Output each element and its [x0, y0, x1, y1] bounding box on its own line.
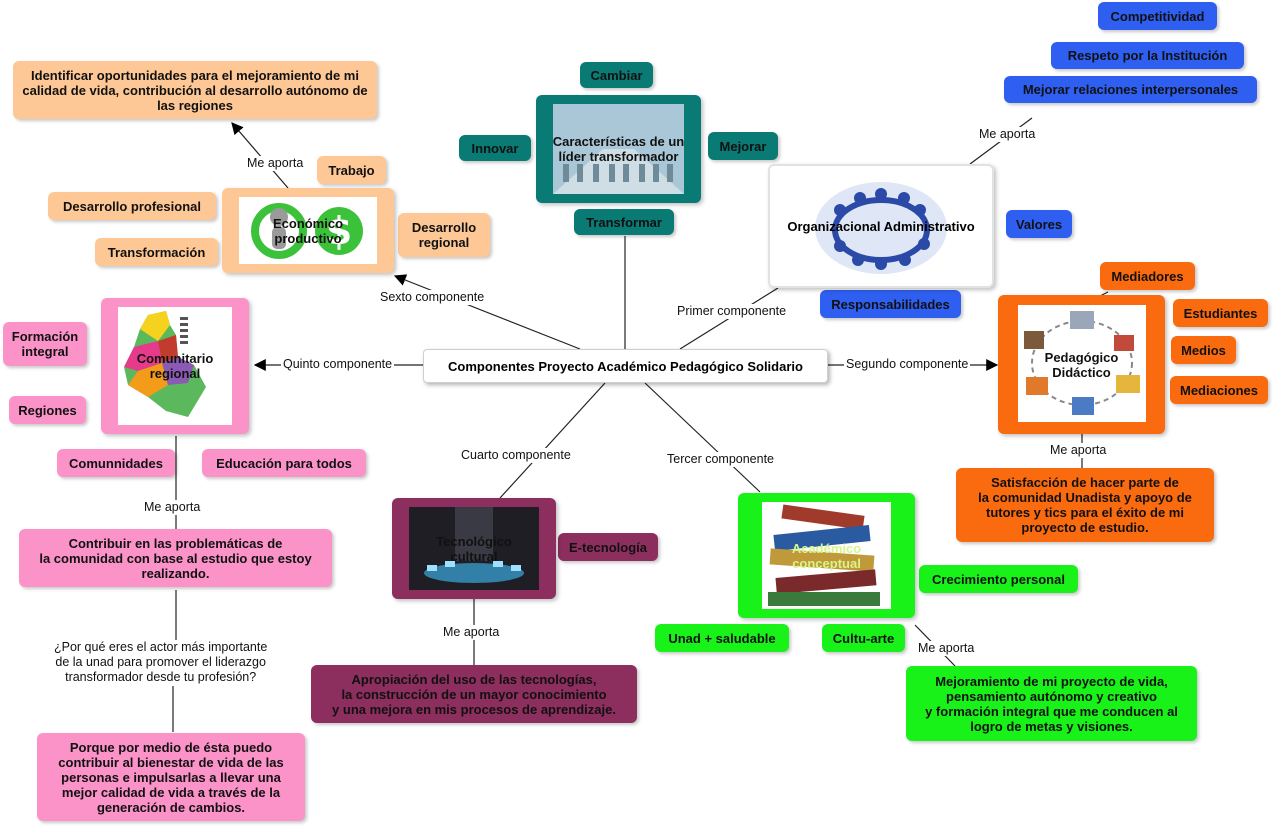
comunitario-item-regiones[interactable]: Regiones — [9, 396, 86, 424]
people-circle-icon — [810, 172, 952, 280]
economico-item-transformacion[interactable]: Transformación — [95, 238, 218, 266]
organizacional-title: Organizacional Administrativo — [787, 218, 975, 234]
answer-box[interactable]: Porque por medio de ésta puedo contribui… — [37, 733, 305, 821]
org-item-relaciones[interactable]: Mejorar relaciones interpersonales — [1004, 76, 1257, 103]
pedagogico-aporte-box[interactable]: Satisfacción de hacer parte de la comuni… — [956, 468, 1214, 542]
svg-text:$: $ — [326, 209, 352, 253]
label-segundo-componente: Segundo componente — [844, 357, 971, 372]
lider-title: Características de un líder transformado… — [552, 134, 685, 164]
comunitario-item-educacion[interactable]: Educación para todos — [202, 449, 366, 477]
pedagogico-title: Pedagógico Didáctico — [1044, 349, 1119, 380]
org-item-respeto[interactable]: Respeto por la Institución — [1051, 42, 1244, 69]
lider-item-cambiar[interactable]: Cambiar — [580, 62, 653, 88]
label-me-aporta-pedagogico: Me aporta — [1048, 443, 1109, 458]
books-icon — [762, 502, 891, 609]
comunitario-node[interactable]: Comunitario regional — [101, 298, 249, 434]
pedagogico-item-mediadores[interactable]: Mediadores — [1100, 262, 1195, 290]
lider-item-transformar[interactable]: Transformar — [574, 209, 674, 235]
comunitario-item-formacion[interactable]: Formación integral — [3, 322, 87, 366]
academico-item-crecimiento[interactable]: Crecimiento personal — [919, 565, 1078, 593]
colombia-map-icon — [118, 307, 232, 425]
academico-item-unad-saludable[interactable]: Unad + saludable — [655, 624, 789, 652]
economico-title: Económico productivo — [272, 215, 344, 246]
pedagogico-node[interactable]: Pedagógico Didáctico — [998, 295, 1165, 434]
lider-node[interactable]: Características de un líder transformado… — [536, 95, 701, 203]
label-cuarto-componente: Cuarto componente — [459, 448, 573, 463]
comunitario-aporte-box[interactable]: Contribuir en las problemáticas de la co… — [19, 529, 332, 587]
tecnologico-node[interactable]: Tecnológico cultural — [392, 498, 556, 599]
label-primer-componente: Primer componente — [675, 304, 789, 319]
pedagogico-item-mediaciones[interactable]: Mediaciones — [1170, 376, 1268, 404]
label-sexto-componente: Sexto componente — [378, 290, 487, 305]
label-me-aporta-comunitario: Me aporta — [142, 500, 203, 515]
pedagogico-item-medios[interactable]: Medios — [1171, 336, 1236, 364]
label-me-aporta-economico: Me aporta — [245, 156, 306, 171]
economico-item-desarrollo-profesional[interactable]: Desarrollo profesional — [48, 192, 216, 220]
root-node[interactable]: Componentes Proyecto Académico Pedagógic… — [423, 349, 828, 383]
question-text: ¿Por qué eres el actor más importante de… — [52, 640, 270, 685]
label-me-aporta-organizacional: Me aporta — [977, 127, 1038, 142]
economico-item-desarrollo-regional[interactable]: Desarrollo regional — [398, 213, 490, 257]
lider-item-innovar[interactable]: Innovar — [459, 135, 531, 161]
label-tercer-componente: Tercer componente — [665, 452, 777, 467]
academico-title: Académico conceptual — [791, 540, 862, 571]
organizacional-node[interactable]: Organizacional Administrativo — [768, 164, 994, 288]
economico-item-trabajo[interactable]: Trabajo — [317, 156, 386, 184]
corridor-icon — [553, 104, 684, 194]
academico-aporte-box[interactable]: Mejoramiento de mi proyecto de vida, pen… — [906, 666, 1197, 741]
economico-aporte-box[interactable]: Identificar oportunidades para el mejora… — [13, 61, 377, 119]
tech-hands-icon — [409, 507, 539, 590]
tecnologico-aporte-box[interactable]: Apropiación del uso de las tecnologías, … — [311, 665, 637, 723]
tecnologico-title: Tecnológico cultural — [436, 533, 512, 564]
org-item-valores[interactable]: Valores — [1006, 210, 1072, 238]
classroom-icon — [1018, 305, 1146, 422]
comunitario-title: Comunitario regional — [136, 351, 214, 381]
comunitario-item-comunidades[interactable]: Comunnidades — [57, 449, 175, 477]
economico-node[interactable]: $ Económico productivo — [222, 188, 394, 273]
label-me-aporta-academico: Me aporta — [916, 641, 977, 656]
org-item-competitividad[interactable]: Competitividad — [1098, 2, 1217, 30]
academico-item-cultu-arte[interactable]: Cultu-arte — [822, 624, 905, 652]
academico-node[interactable]: Académico conceptual — [738, 493, 915, 618]
label-quinto-componente: Quinto componente — [281, 357, 395, 372]
label-me-aporta-tecnologico: Me aporta — [441, 625, 502, 640]
tecnologico-item-etecnologia[interactable]: E-tecnología — [558, 533, 658, 561]
org-item-responsabilidades[interactable]: Responsabilidades — [820, 290, 961, 318]
recycle-dollar-icon: $ — [239, 197, 377, 264]
lider-item-mejorar[interactable]: Mejorar — [708, 132, 778, 160]
pedagogico-item-estudiantes[interactable]: Estudiantes — [1173, 299, 1268, 327]
